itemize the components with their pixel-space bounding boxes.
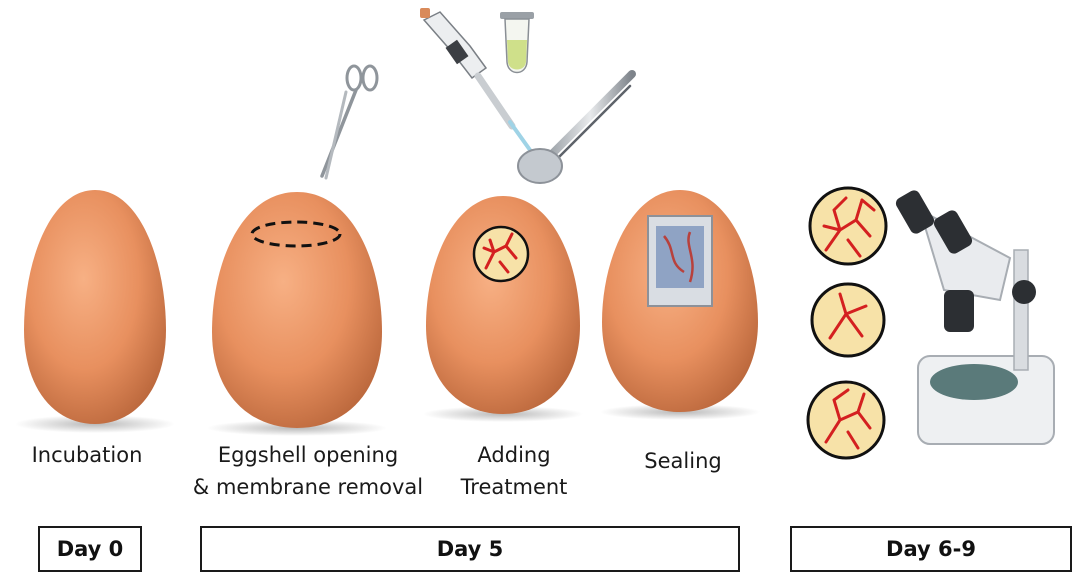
forceps-icon — [548, 74, 632, 164]
egg-opening — [207, 192, 387, 436]
egg-incubation — [15, 190, 175, 433]
day6-9-box: Day 6-9 — [790, 526, 1072, 572]
seal-tape — [648, 216, 712, 306]
egg-sealing — [600, 190, 760, 420]
membrane-window — [474, 227, 528, 281]
vessel-circle-medium — [808, 382, 884, 458]
step-treatment-label-line1: Adding — [446, 442, 582, 468]
vessel-circle-sparse — [812, 284, 884, 356]
step-incubation-label: Incubation — [20, 442, 154, 468]
step-sealing-label: Sealing — [622, 448, 744, 474]
step-opening-label-line2: & membrane removal — [180, 474, 436, 500]
day0-box: Day 0 — [38, 526, 142, 572]
scissors-icon — [322, 66, 377, 178]
microscope-icon — [894, 188, 1054, 444]
day5-box: Day 5 — [200, 526, 740, 572]
filter-disc-icon — [518, 149, 562, 183]
vessel-circle-dense — [810, 188, 886, 264]
step-treatment-label-line2: Treatment — [446, 474, 582, 500]
microtube-icon — [500, 12, 534, 73]
step-opening-label-line1: Eggshell opening — [180, 442, 436, 468]
egg-treatment — [423, 196, 583, 422]
